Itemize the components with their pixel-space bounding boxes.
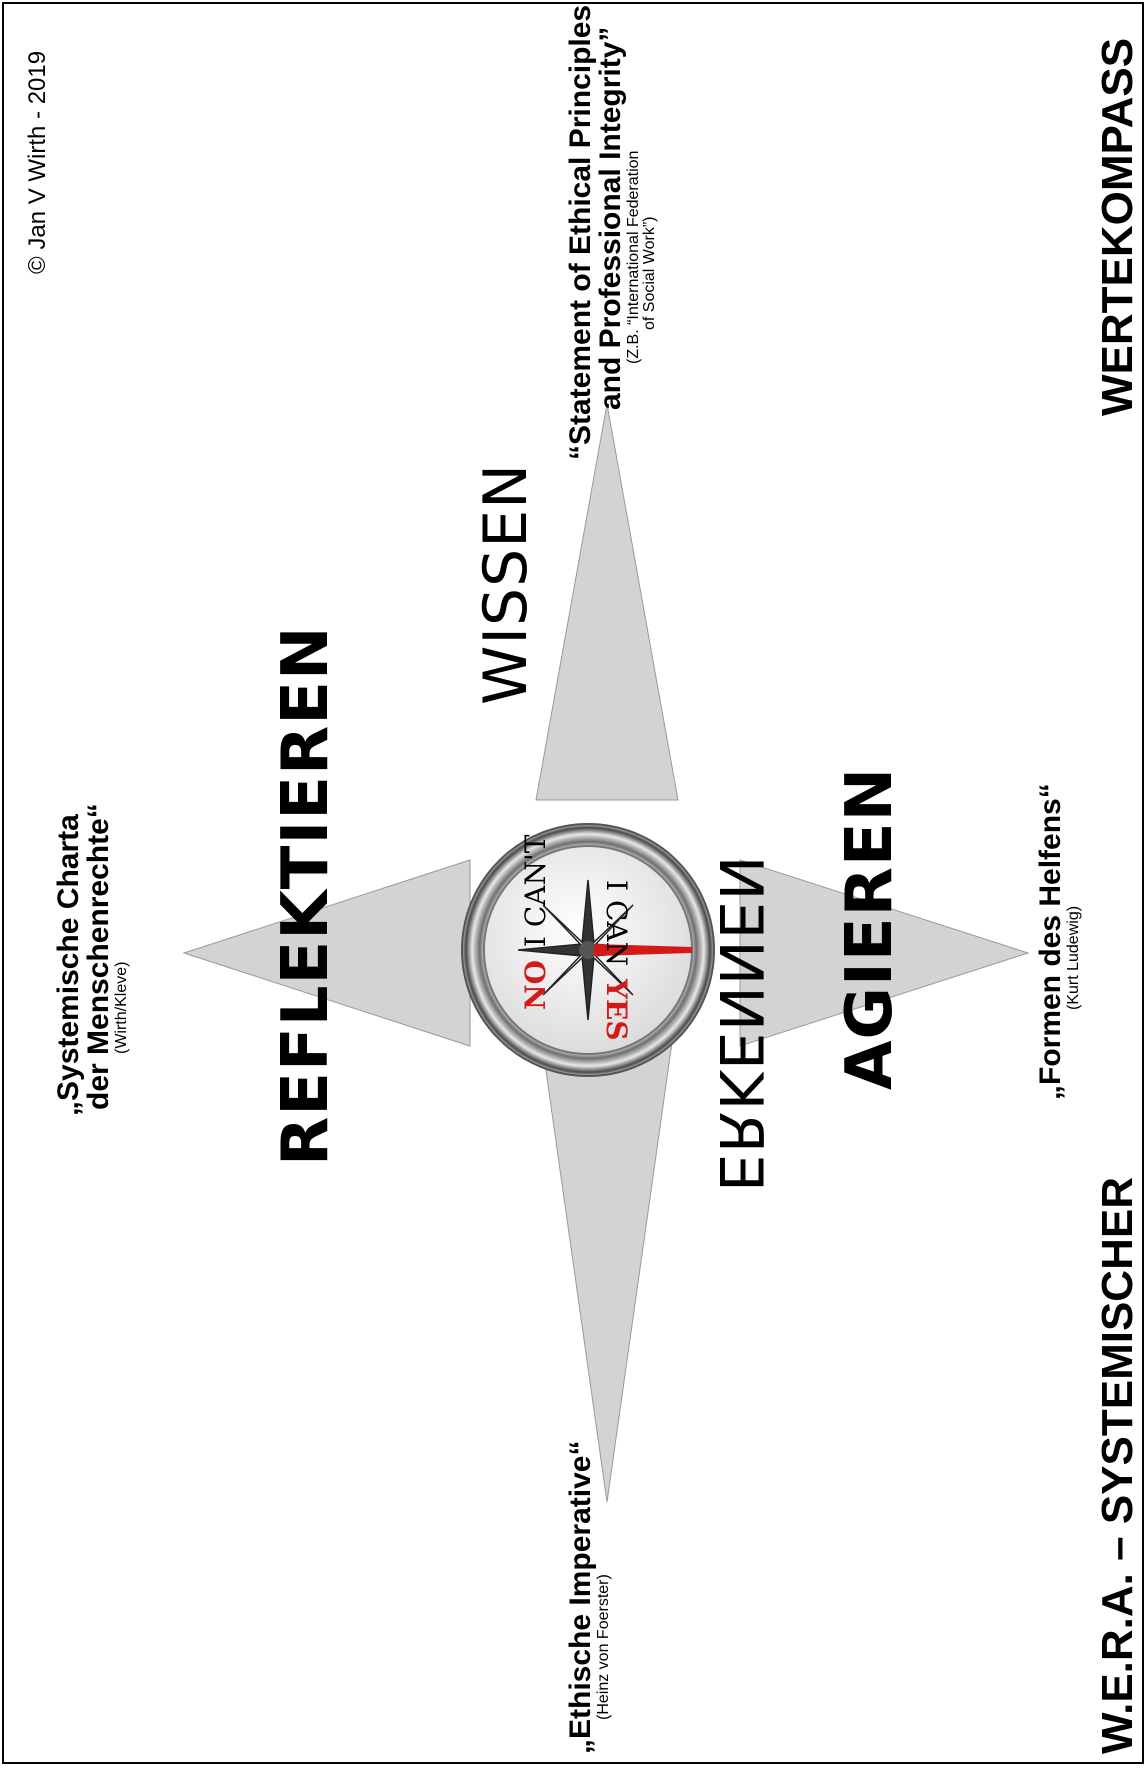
source-top-sub2: of Social Work”) (642, 5, 658, 330)
source-top-sub1: (Z.B. “International Federation (626, 5, 642, 364)
source-left-line2: der Menschenrechte“ (84, 803, 114, 1110)
source-right-line1: „Formen des Helfens“ (1036, 783, 1066, 1100)
direction-wissen: WISSEN (476, 463, 536, 705)
direction-erkennen: ERKENNEN (710, 855, 770, 1192)
dial-i-cant: I CAN'T (519, 835, 552, 947)
source-top-line2: and Professional Integrity” (596, 5, 626, 410)
source-left-sub1: (Wirth/Kleve) (114, 803, 130, 1054)
source-left: „Systemische Charta der Menschenrechte“ … (54, 803, 130, 1116)
source-bottom-sub1: (Heinz von Foerster) (596, 1441, 612, 1720)
copyright: © Jan V Wirth - 2019 (26, 51, 50, 274)
title-bottom: W.E.R.A. – SYSTEMISCHER (1096, 1177, 1140, 1754)
source-bottom: „Ethische Imperative“ (Heinz von Foerste… (566, 1441, 612, 1754)
source-right-sub1: (Kurt Ludewig) (1066, 783, 1082, 1010)
title-top: WERTEKOMPASS (1096, 38, 1140, 416)
source-top: “Statement of Ethical Principles and Pro… (566, 5, 658, 460)
source-bottom-line1: „Ethische Imperative“ (566, 1441, 596, 1754)
dial-no: NO (519, 960, 552, 1010)
source-left-line1: „Systemische Charta (54, 803, 84, 1116)
star-point-top (536, 404, 678, 800)
direction-agieren: AGIEREN (838, 767, 902, 1090)
dial-text-bottom: I CAN YES (602, 880, 630, 1041)
dial-i-can: I CAN (600, 880, 633, 966)
source-top-line1: “Statement of Ethical Principles (566, 5, 596, 460)
direction-reflektieren: REFLEKTIEREN (274, 625, 338, 1166)
dial-yes: YES (600, 979, 633, 1041)
source-right: „Formen des Helfens“ (Kurt Ludewig) (1036, 783, 1082, 1100)
dial-text-top: NO I CAN'T (522, 835, 550, 1010)
compass-dial (462, 824, 714, 1076)
